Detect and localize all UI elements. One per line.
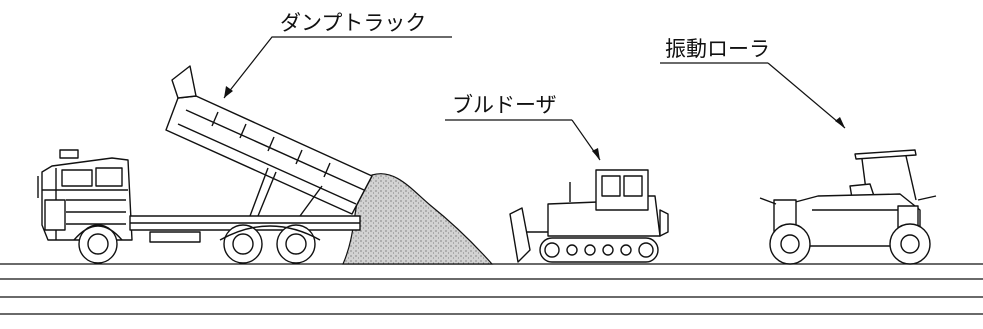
soil-pile <box>342 173 494 265</box>
dump-truck <box>37 65 373 264</box>
label-vibratory-roller: 振動ローラ <box>665 37 770 61</box>
leader-arrowheads <box>224 86 845 160</box>
label-dump-truck: ダンプトラック <box>280 11 426 35</box>
ground-lines <box>0 263 983 315</box>
bulldozer <box>509 169 669 263</box>
label-bulldozer: ブルドーザ <box>452 93 557 117</box>
vibratory-roller <box>759 149 937 265</box>
